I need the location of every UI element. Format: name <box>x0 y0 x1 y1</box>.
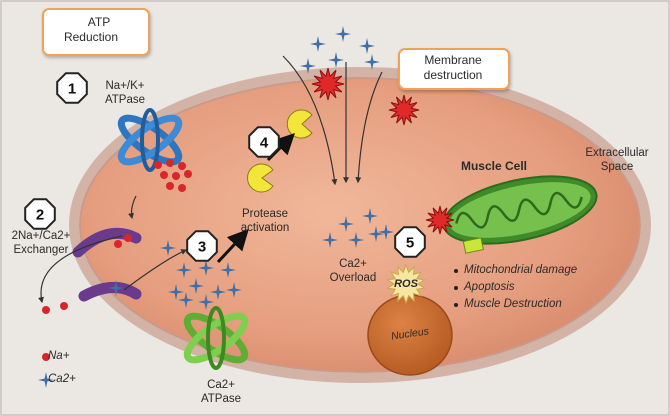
step-number: 1 <box>68 81 76 98</box>
na-ion-dot <box>160 171 168 179</box>
extracellular-label-1: Extracellular <box>585 147 649 159</box>
membrane-destruction-box <box>398 48 510 90</box>
step-badge-5: 5 <box>394 226 426 258</box>
ca-ion-star <box>362 208 378 224</box>
octagon-badge <box>186 230 218 262</box>
effect-item-3: Muscle Destruction <box>464 298 562 310</box>
membrane-destruction-line2: destruction <box>423 68 483 82</box>
ca-ion-star <box>168 284 184 300</box>
step-badge-4: 4 <box>248 126 280 158</box>
ca-ion-star <box>338 216 354 232</box>
na-k-atpase-label-1: Na+/K+ <box>105 80 145 92</box>
extracellular-label-2: Space <box>600 161 634 173</box>
atp-reduction-line2: Reduction <box>63 30 119 44</box>
membrane-damage-burst-2 <box>388 94 420 126</box>
protease-label-1: Protease <box>241 208 289 220</box>
ca-ion-star <box>198 260 214 276</box>
ca-ion-star <box>300 58 316 74</box>
ca-ion-star <box>220 262 236 278</box>
ca-ion-star <box>359 38 375 54</box>
octagon-badge <box>248 126 280 158</box>
protease-active-icon <box>286 109 313 139</box>
legend-ca-star <box>38 372 54 388</box>
muscle-cell-label: Muscle Cell <box>460 159 528 173</box>
na-ion-dot <box>42 306 50 314</box>
legend-ca-label: Ca2+ <box>48 373 76 385</box>
exchanger-label-2: Exchanger <box>13 244 69 256</box>
ros-burst-icon <box>386 263 426 305</box>
ca-ion-star <box>348 232 364 248</box>
ca-ion-stars <box>38 26 394 388</box>
effect-bullets <box>454 269 458 307</box>
step-number: 5 <box>406 235 414 252</box>
na-ion-dot <box>184 170 192 178</box>
ca-ion-star <box>368 226 384 242</box>
mitochondria-icon <box>442 175 598 254</box>
process-arrows <box>38 55 383 304</box>
step-badge-2: 2 <box>24 198 56 230</box>
na-k-atpase-icon <box>117 108 183 172</box>
na-ion-dot <box>178 162 186 170</box>
step-number: 4 <box>260 135 269 152</box>
legend-na-dot <box>42 353 50 361</box>
octagon-badge <box>24 198 56 230</box>
ca-ion-star <box>210 284 226 300</box>
ca-ion-star <box>178 292 194 308</box>
ca-atpase-icon <box>183 306 249 370</box>
protease-inactive-icon <box>247 163 274 193</box>
ca-ion-star <box>322 232 338 248</box>
step-badge-3: 3 <box>186 230 218 262</box>
effect-item-2: Apoptosis <box>464 281 515 293</box>
na-ion-dots <box>42 159 192 361</box>
ca-ion-star <box>188 278 204 294</box>
na-ion-dot <box>114 240 122 248</box>
ca-ion-star <box>364 54 380 70</box>
ca-atpase-label-2: ATPase <box>200 393 242 405</box>
atp-reduction-line1: ATP <box>87 15 111 29</box>
ca-ion-star <box>328 52 344 68</box>
na-ion-dot <box>124 234 132 242</box>
step-number: 3 <box>198 239 206 256</box>
ca-ion-star <box>226 282 242 298</box>
protease-label-2: activation <box>240 222 290 234</box>
na-ion-dot <box>166 159 174 167</box>
ca-overload-label-2: Overload <box>329 272 377 284</box>
na-ion-dot <box>172 172 180 180</box>
step-badge-1: 1 <box>56 72 88 104</box>
muscle-cell-body <box>69 67 651 383</box>
ca-overload-label-1: Ca2+ <box>339 258 367 270</box>
ca-ion-star <box>335 26 351 42</box>
membrane-destruction-line1: Membrane <box>424 53 482 67</box>
octagon-badge <box>394 226 426 258</box>
na-ion-dot <box>166 182 174 190</box>
ca-ion-star <box>160 240 176 256</box>
ca-atpase-label-1: Ca2+ <box>207 379 235 391</box>
ros-label: ROS <box>394 278 418 290</box>
legend-na-label: Na+ <box>48 350 70 362</box>
na-ion-dot <box>178 184 186 192</box>
effect-item-1: Mitochondrial damage <box>464 264 578 276</box>
na-ion-dot <box>60 302 68 310</box>
ca-ion-star <box>198 294 214 310</box>
octagon-badge <box>56 72 88 104</box>
step-badges: 1 2 3 4 5 <box>24 72 426 262</box>
ca-ion-star <box>310 36 326 52</box>
exchanger-label-1: 2Na+/Ca2+ <box>11 230 71 242</box>
na-k-atpase-label-2: ATPase <box>104 94 146 106</box>
atp-reduction-box <box>42 8 150 56</box>
step-number: 2 <box>36 207 44 224</box>
ca-ion-star <box>176 262 192 278</box>
membrane-damage-burst-1 <box>311 67 345 101</box>
ca-ion-star <box>108 280 124 296</box>
na-ion-dot <box>154 161 162 169</box>
mitochondria-damage-burst <box>425 205 455 235</box>
ca-ion-star <box>378 224 394 240</box>
